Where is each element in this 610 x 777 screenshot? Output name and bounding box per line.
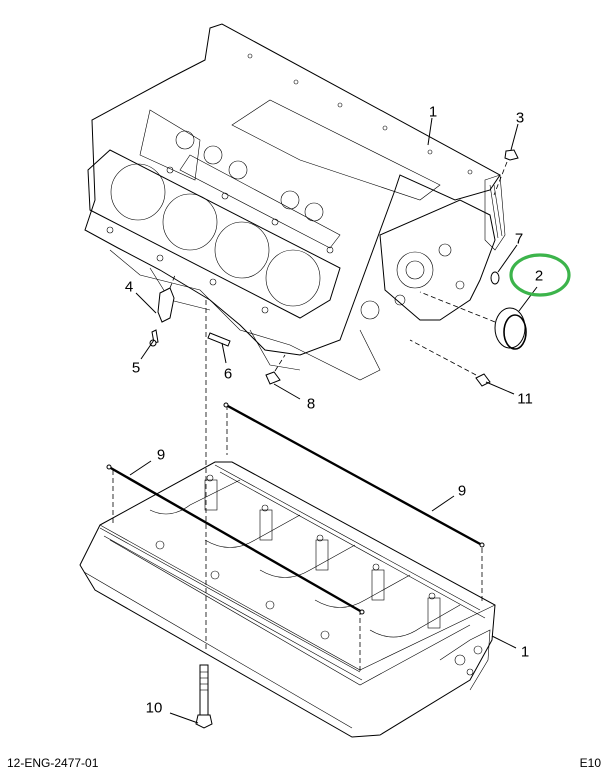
callout-5-bolt[interactable]: 5: [131, 359, 141, 377]
part-4-sensor[interactable]: [157, 274, 176, 323]
callout-2-seal-ring[interactable]: 2: [534, 267, 544, 285]
highlight-ring: [509, 253, 571, 297]
callout-8-sleeve[interactable]: 8: [306, 395, 316, 413]
part-9-gasket-strip-left[interactable]: [106, 464, 365, 615]
part-7-oring[interactable]: [490, 271, 500, 285]
callout-10-bolt[interactable]: 10: [145, 699, 163, 717]
part-9-gasket-strip-right[interactable]: [223, 402, 485, 548]
upper-engine-block[interactable]: [84, 23, 506, 381]
part-11-plug[interactable]: [409, 339, 491, 387]
lower-engine-block[interactable]: [79, 461, 496, 738]
part-6-dowel[interactable]: [207, 332, 231, 347]
callout-4-sensor[interactable]: 4: [124, 278, 134, 296]
part-5-bolt[interactable]: [149, 329, 159, 347]
callout-6-dowel[interactable]: 6: [223, 365, 233, 383]
part-3-plug[interactable]: [493, 149, 519, 196]
callout-7-oring[interactable]: 7: [514, 230, 524, 248]
callout-9-gasket-left[interactable]: 9: [156, 446, 166, 464]
callout-9-gasket-right[interactable]: 9: [457, 482, 467, 500]
callout-1-upper-block[interactable]: 1: [428, 103, 438, 121]
drawing-number: 12-ENG-2477-01: [7, 756, 99, 770]
callout-11-plug[interactable]: 11: [517, 390, 533, 408]
callout-3-plug[interactable]: 3: [515, 109, 525, 127]
leader-lines: [129, 117, 538, 724]
page-reference: E10: [579, 756, 601, 770]
callout-1-lower-block[interactable]: 1: [520, 643, 530, 661]
part-10-bolt[interactable]: [195, 664, 213, 729]
part-8-sleeve[interactable]: [265, 354, 286, 385]
part-2-seal-ring[interactable]: [419, 291, 527, 350]
